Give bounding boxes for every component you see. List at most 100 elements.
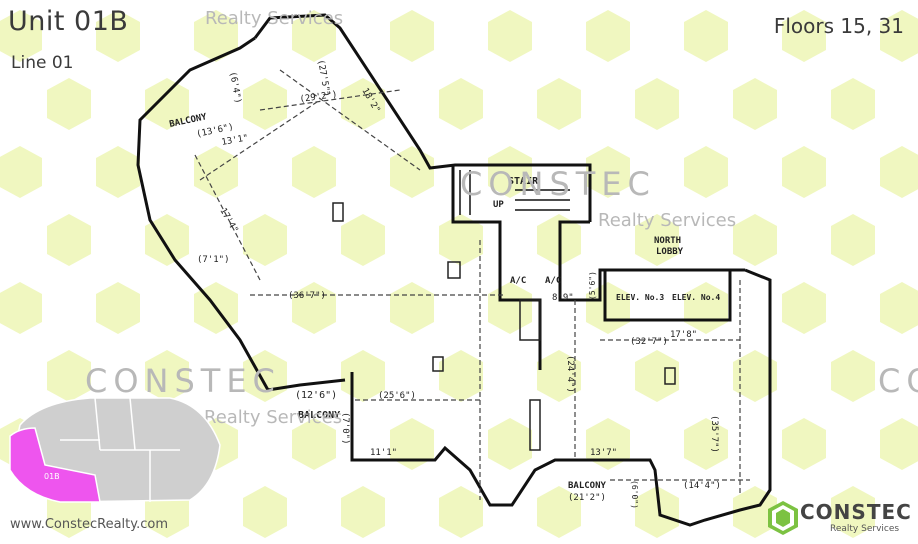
watermark-brand-right: CONSTEC	[878, 362, 918, 400]
background-cube	[831, 350, 875, 402]
label-north: NORTH	[654, 236, 681, 246]
background-cube	[880, 146, 918, 198]
background-cube	[488, 146, 532, 198]
background-cube	[194, 10, 238, 62]
background-cube	[488, 418, 532, 470]
watermark-brand-center: CONSTEC	[460, 165, 656, 203]
background-cube	[635, 350, 679, 402]
background-cube	[96, 282, 140, 334]
background-cube	[47, 78, 91, 130]
background-cube	[782, 282, 826, 334]
dim-14: (14'4")	[683, 481, 721, 491]
background-cube	[0, 10, 42, 62]
background-cube	[684, 146, 728, 198]
background-cube	[537, 486, 581, 538]
dim-6: (6'0")	[630, 480, 639, 509]
background-cube	[47, 350, 91, 402]
background-cube	[635, 214, 679, 266]
watermark-tagline-top: Realty Services	[205, 8, 344, 29]
background-cube	[341, 486, 385, 538]
background-cube	[733, 78, 777, 130]
background-cube	[243, 214, 287, 266]
background-cube	[586, 10, 630, 62]
background-cube	[586, 418, 630, 470]
dim-24: (24'4")	[565, 355, 575, 393]
background-cube	[635, 78, 679, 130]
label-lobby: LOBBY	[656, 247, 684, 257]
logo-tagline: Realty Services	[830, 524, 900, 534]
dim-137: 13'7"	[590, 448, 617, 458]
unit-title: Unit 01B	[8, 6, 129, 37]
background-cube	[488, 10, 532, 62]
label-elev4: ELEV. No.4	[672, 293, 720, 302]
dim-13: 13'1"	[221, 133, 249, 148]
label-balcony-s: BALCONY	[568, 481, 607, 491]
stair-treads	[459, 170, 570, 215]
dim-32: (32'7")	[630, 337, 668, 347]
background-cube	[292, 146, 336, 198]
logo-name: CONSTEC	[800, 500, 912, 524]
background-cube	[0, 282, 42, 334]
background-cube	[880, 10, 918, 62]
background-cube	[96, 10, 140, 62]
background-cube	[341, 78, 385, 130]
dim-178: 17'8"	[670, 330, 697, 340]
background-cube	[439, 486, 483, 538]
dim-7b: (7'0")	[340, 412, 350, 445]
background-cube	[782, 10, 826, 62]
key-plan-unit-label: 01B	[44, 472, 60, 481]
line-label: Line 01	[11, 53, 74, 73]
background-cube	[292, 418, 336, 470]
label-ac1: A/C	[510, 276, 526, 286]
website-link[interactable]: www.ConstecRealty.com	[10, 517, 168, 532]
background-cube	[880, 282, 918, 334]
watermark-brand-left: CONSTEC	[85, 362, 281, 400]
key-plan-unit-highlight	[9, 427, 101, 503]
background-cube	[145, 350, 189, 402]
dim-89: 8'9"	[552, 293, 574, 303]
background-cube	[684, 10, 728, 62]
background-cube	[390, 418, 434, 470]
background-cube	[194, 146, 238, 198]
outer-walls	[136, 13, 772, 527]
background-cube	[0, 146, 42, 198]
background-cube	[439, 214, 483, 266]
background-cube	[390, 146, 434, 198]
label-balcony-s-dim: (21'2")	[568, 493, 606, 503]
background-cube	[586, 146, 630, 198]
fixtures	[332, 202, 676, 451]
constec-cube-icon	[768, 501, 798, 535]
label-stair: STAIR	[508, 176, 539, 187]
background-cube	[733, 350, 777, 402]
label-balcony-nw: BALCONY	[169, 112, 209, 130]
plan-labels: BALCONY (13'6") BALCONY (12'6") BALCONY …	[169, 59, 721, 509]
key-plan-divisions	[60, 397, 180, 502]
background-cube	[733, 486, 777, 538]
floors-label: Floors 15, 31	[773, 14, 904, 38]
background-cube	[537, 350, 581, 402]
background-cube	[684, 418, 728, 470]
background-cube	[782, 418, 826, 470]
dimension-lines	[194, 69, 750, 500]
key-plan: 01B	[9, 397, 221, 503]
dim-25: (25'6")	[378, 391, 416, 401]
background-cube	[782, 146, 826, 198]
background-cube	[831, 214, 875, 266]
background-cube	[439, 78, 483, 130]
background-cube	[47, 214, 91, 266]
label-ac2: A/C	[545, 276, 561, 286]
background-cube	[733, 214, 777, 266]
dim-17: 17'4"	[217, 207, 239, 235]
background-cube	[341, 214, 385, 266]
background-cube	[439, 350, 483, 402]
constec-logo: CONSTEC Realty Services	[768, 497, 914, 541]
label-balcony-w-dim: (12'6")	[295, 390, 337, 401]
background-cube	[831, 78, 875, 130]
background-cube	[537, 78, 581, 130]
background-cube	[243, 486, 287, 538]
dim-29: (29'2")	[299, 90, 338, 105]
watermark-tagline-center: Realty Services	[598, 210, 737, 231]
dim-56: (5'6")	[588, 271, 597, 300]
